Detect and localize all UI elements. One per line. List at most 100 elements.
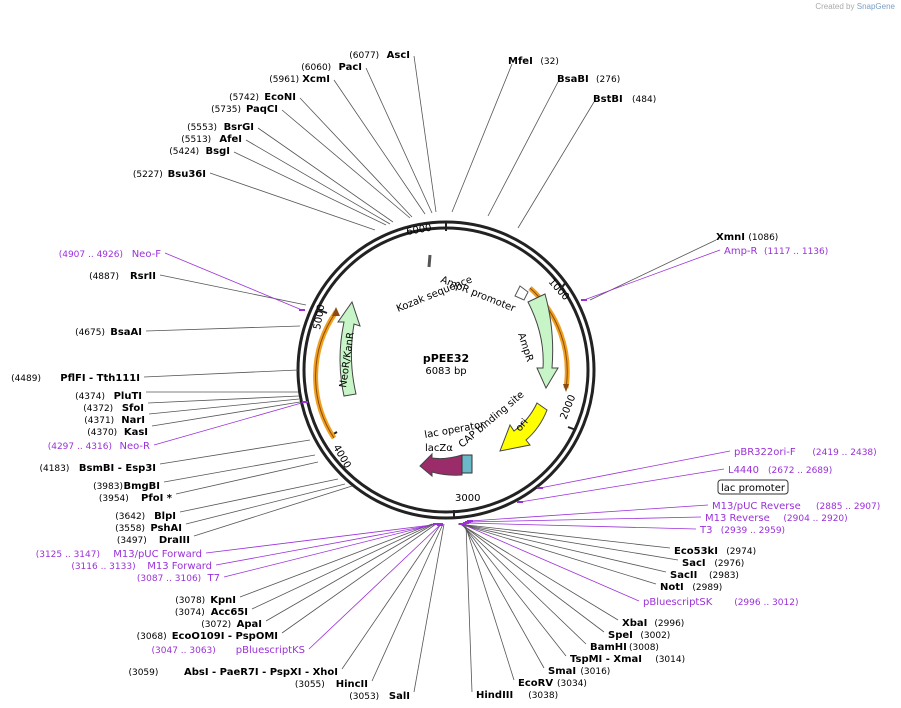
leader-line-saci	[457, 523, 679, 561]
enzyme-position-rsrii: (4887)	[89, 272, 119, 282]
primer-range-m13-reverse: (2904 .. 2920)	[783, 514, 847, 524]
enzyme-label-blpi: BlpI	[154, 511, 176, 522]
primer-label-pbluescriptsk: pBluescriptSK	[643, 597, 713, 608]
enzyme-position-sfoi: (4372)	[83, 404, 113, 414]
primer-label-m13-puc-forward: M13/pUC Forward	[113, 549, 202, 560]
enzyme-position-bmgbi: (3983)	[93, 482, 123, 492]
ampr-feature-arrow	[527, 293, 559, 390]
primer-label-neo-f: Neo-F	[132, 249, 162, 260]
enzyme-position-saci: (2976)	[714, 559, 744, 569]
enzyme-position-spei: (3002)	[640, 631, 670, 641]
enzyme-label-afei: AfeI	[219, 134, 242, 145]
enzyme-label-pfoi-: PfoI *	[141, 493, 173, 504]
enzyme-position-paqci: (5735)	[211, 105, 241, 115]
enzyme-position-afei: (5513)	[181, 135, 211, 145]
enzyme-label-bsrgi: BsrGI	[224, 122, 254, 133]
primer-label-amp-r: Amp-R	[724, 246, 758, 257]
enzyme-position-acc65i: (3074)	[175, 608, 205, 618]
enzyme-label-nari: NarI	[121, 415, 145, 426]
enzyme-position-kpni: (3078)	[175, 596, 205, 606]
primer-mark-l4440	[517, 501, 523, 503]
primer-label-m13-forward: M13 Forward	[147, 561, 212, 572]
lac-operator-feature	[461, 454, 473, 474]
enzyme-labels: AscI(6077)PacI(6060)XcmI(5961)EcoNI(5742…	[11, 50, 778, 702]
primer-label-t3: T3	[699, 525, 712, 536]
enzyme-position-pluti: (4374)	[75, 392, 105, 402]
enzyme-position-kasi: (4370)	[87, 428, 117, 438]
enzyme-position-bstbi: (484)	[632, 95, 656, 105]
primer-leader-l4440	[519, 468, 725, 503]
enzyme-label-mfei: MfeI	[508, 56, 533, 67]
label-lac-promoter: lac promoter	[721, 483, 786, 494]
lac-promoter-box	[717, 479, 789, 495]
leader-line-pfoi-	[175, 461, 319, 495]
enzyme-label-xcmi: XcmI	[302, 74, 330, 85]
enzyme-position-pfoi-: (3954)	[99, 494, 129, 504]
primer-label-pbr322ori-f: pBR322ori-F	[734, 447, 796, 458]
credit-prefix: Created by	[815, 2, 855, 11]
primer-leader-m13-puc-reverse	[469, 504, 709, 522]
primer-mark-t3	[463, 522, 469, 524]
enzyme-label-draiii: DraIII	[159, 535, 190, 546]
enzyme-position-smai: (3016)	[580, 667, 610, 677]
enzyme-label-rsrii: RsrII	[130, 271, 156, 282]
enzyme-position-eco53ki: (2974)	[726, 547, 756, 557]
enzyme-label-bsu36i: Bsu36I	[168, 169, 206, 180]
primer-label-t7: T7	[207, 573, 220, 584]
leader-line-noti	[459, 523, 657, 585]
enzyme-label-bstbi: BstBI	[593, 94, 623, 105]
enzyme-label-pluti: PluTI	[114, 391, 142, 402]
enzyme-position-bsgi: (5424)	[169, 147, 199, 157]
primer-mark-pbluescriptks	[437, 524, 443, 526]
plasmid-size: 6083 bp	[425, 366, 466, 377]
leader-line-paqci	[281, 109, 411, 219]
primer-leader-t7	[223, 523, 437, 578]
enzyme-label-bsabi: BsaBI	[557, 74, 589, 85]
kozak-feature	[427, 254, 432, 268]
enzyme-position-draiii: (3497)	[117, 536, 147, 546]
leader-line-bsaai	[145, 325, 301, 332]
enzyme-label-xbai: XbaI	[622, 618, 647, 629]
primer-range-neo-f: (4907 .. 4926)	[59, 250, 123, 260]
enzyme-label-bsaai: BsaAI	[110, 327, 142, 338]
tick-mark-5000	[318, 309, 328, 314]
enzyme-label-hindiii: HindIII	[476, 690, 513, 701]
enzyme-position-mfei: (32)	[540, 57, 558, 67]
enzyme-label-pflfi: PflFI - Tth111I	[60, 373, 140, 384]
primer-range-pbluescriptks: (3047 .. 3063)	[152, 646, 216, 656]
enzyme-label-kpni: KpnI	[210, 595, 236, 606]
enzyme-position-ecoo109i: (3068)	[137, 632, 167, 642]
enzyme-position-xbai: (2996)	[654, 619, 684, 629]
leader-line-xbai	[459, 523, 619, 621]
enzyme-position-sali: (3053)	[349, 692, 379, 702]
leader-line-rsrii	[159, 274, 307, 306]
ampr-promoter-feature	[514, 285, 529, 301]
primer-range-pbluescriptsk: (2996 .. 3012)	[734, 598, 798, 608]
leader-line-acc65i	[251, 523, 434, 610]
enzyme-label-sali: SalI	[389, 691, 410, 702]
enzyme-position-xcmi: (5961)	[269, 75, 299, 85]
leader-line-smai	[462, 523, 545, 669]
leader-line-bsabi	[487, 81, 559, 217]
leader-line-bstbi	[517, 101, 595, 229]
enzyme-label-sfoi: SfoI	[122, 403, 144, 414]
label-ampr-promoter: AmpR promoter	[439, 275, 518, 315]
enzyme-position-xmni: (1086)	[748, 233, 778, 243]
leader-line-bmgbi	[163, 454, 316, 483]
primer-leader-m13-puc-forward	[205, 523, 441, 554]
primer-leader-pbr322ori-f	[539, 450, 731, 489]
enzyme-position-paci: (6060)	[301, 63, 331, 73]
enzyme-position-absi: (3059)	[128, 668, 158, 678]
enzyme-position-tspmi: (3014)	[655, 655, 685, 665]
ori-feature-arrow	[499, 402, 548, 452]
enzyme-position-apai: (3072)	[201, 620, 231, 630]
enzyme-label-econi: EcoNI	[264, 92, 296, 103]
primer-mark-t7	[433, 523, 439, 525]
label-kozak: Kozak sequence	[395, 274, 474, 314]
enzyme-label-xmni: XmnI	[716, 232, 745, 243]
primer-leader-neo-f	[164, 252, 303, 311]
leader-line-kasi	[151, 401, 301, 427]
leader-line-tspmi	[461, 523, 567, 657]
tick-label-6000: 6000	[406, 223, 433, 238]
